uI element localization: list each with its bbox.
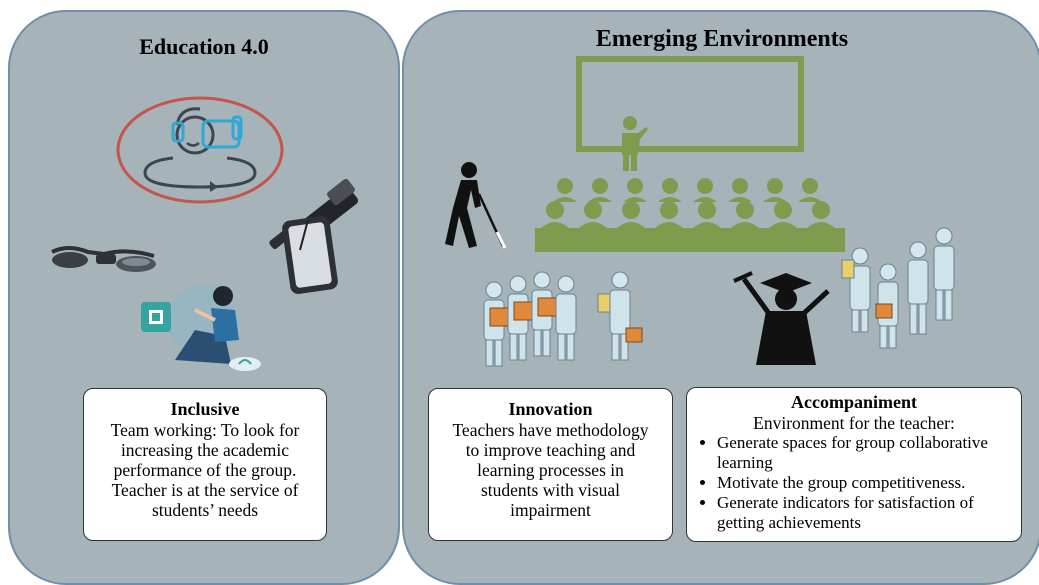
accompaniment-title: Accompaniment bbox=[791, 392, 917, 412]
team-figures-icon bbox=[483, 271, 643, 367]
classroom-icon bbox=[535, 178, 845, 252]
vr-user-icon bbox=[141, 284, 261, 371]
team-figures-right-icon bbox=[841, 227, 955, 349]
innovation-line: Teachers have methodology bbox=[452, 420, 649, 440]
innovation-line: students with visual bbox=[480, 480, 621, 500]
accompaniment-card: Accompaniment Environment for the teache… bbox=[686, 387, 1022, 542]
accompaniment-bullet: Motivate the group competitiveness. bbox=[717, 473, 1013, 493]
teacher-icon bbox=[622, 116, 648, 171]
tablet-icon bbox=[282, 216, 338, 294]
inclusive-title: Inclusive bbox=[170, 399, 240, 419]
innovation-card: Innovation Teachers have methodology to … bbox=[428, 388, 673, 541]
accompaniment-bullet: Generate indicators for satisfaction of … bbox=[717, 493, 1013, 533]
accompaniment-subtitle: Environment for the teacher: bbox=[753, 413, 955, 433]
accompaniment-list: Generate spaces for group collaborative … bbox=[695, 433, 1013, 533]
education-4-title: Education 4.0 bbox=[139, 34, 269, 59]
smart-glasses-icon bbox=[51, 246, 156, 272]
inclusive-line: Team working: To look for bbox=[110, 420, 300, 440]
accompaniment-bullet: Generate spaces for group collaborative … bbox=[717, 433, 1013, 473]
innovation-line: to improve teaching and bbox=[465, 440, 636, 460]
inclusive-card: Inclusive Team working: To look for incr… bbox=[83, 388, 327, 541]
inclusive-line: increasing the academic bbox=[120, 440, 290, 460]
innovation-line: impairment bbox=[510, 500, 591, 520]
classroom-board-icon bbox=[576, 56, 804, 152]
inclusive-line: students’ needs bbox=[151, 500, 259, 520]
graduate-icon bbox=[733, 271, 830, 365]
inclusive-line: performance of the group. bbox=[113, 460, 297, 480]
vr-headset-icon bbox=[116, 96, 284, 204]
inclusive-line: Teacher is at the service of bbox=[111, 480, 299, 500]
blind-person-icon bbox=[445, 162, 507, 249]
innovation-title: Innovation bbox=[508, 399, 593, 419]
innovation-line: learning processes in bbox=[477, 460, 624, 480]
emerging-environments-title: Emerging Environments bbox=[595, 26, 849, 52]
